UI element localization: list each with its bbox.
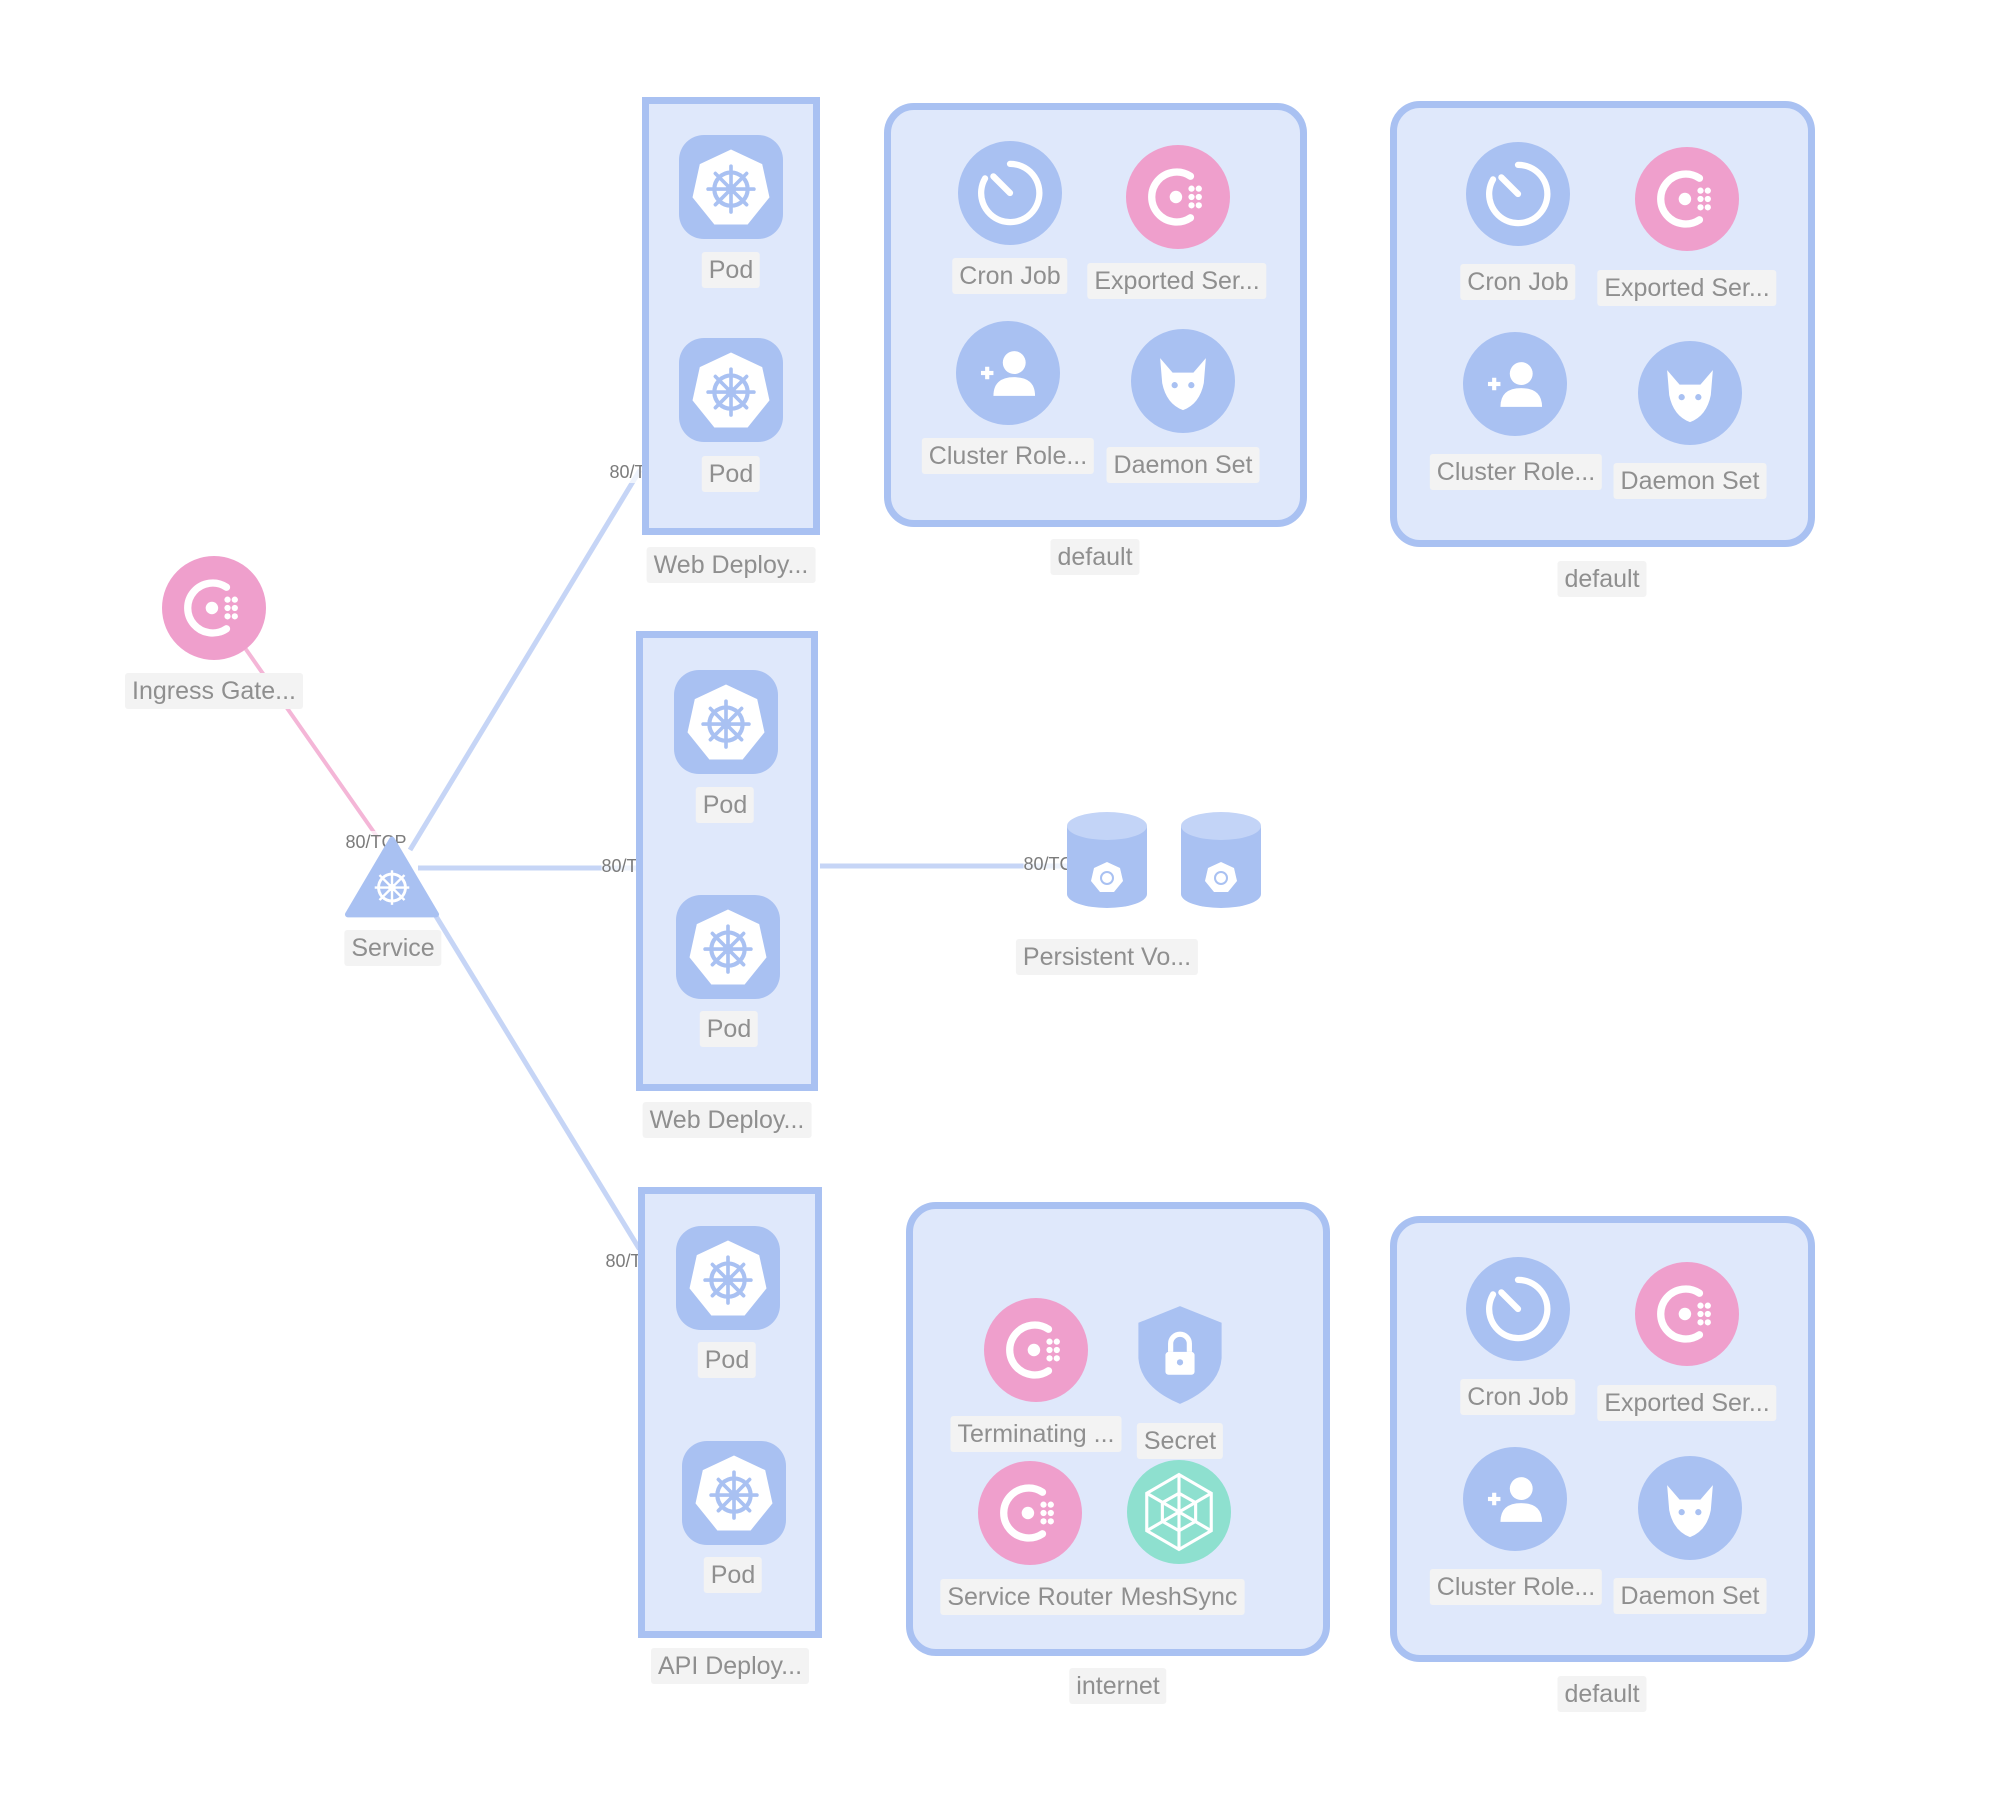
- cron-job-node[interactable]: [958, 141, 1062, 245]
- database-cylinder-icon: [1181, 812, 1261, 908]
- consul-icon: [162, 556, 266, 660]
- pod-label: Pod: [697, 1342, 757, 1378]
- meshsync-label: MeshSync: [1113, 1579, 1245, 1615]
- daemon-icon: [1638, 1456, 1742, 1560]
- daemon-set-node[interactable]: [1131, 329, 1235, 433]
- cron-job-label: Cron Job: [952, 258, 1068, 294]
- database-cylinder-icon: [1067, 812, 1147, 908]
- secret-node[interactable]: [1128, 1302, 1232, 1406]
- cron-job-icon: [958, 141, 1062, 245]
- cluster-role-label: Cluster Role...: [1429, 1569, 1603, 1605]
- service-node[interactable]: [344, 832, 440, 922]
- pod-label: Pod: [695, 787, 755, 823]
- cluster-role-label: Cluster Role...: [921, 438, 1095, 474]
- kubernetes-pod-icon: [676, 1226, 780, 1330]
- pod-node[interactable]: [676, 1226, 780, 1330]
- shield-lock-icon: [1138, 1306, 1222, 1404]
- pod-node[interactable]: [676, 895, 780, 999]
- kubernetes-pod-icon: [679, 338, 783, 442]
- pod-node[interactable]: [682, 1441, 786, 1545]
- user-add-icon: [1463, 332, 1567, 436]
- daemon-set-node[interactable]: [1638, 341, 1742, 445]
- consul-icon: [978, 1461, 1082, 1565]
- exported-services-node[interactable]: [1635, 147, 1739, 251]
- pod-label: Pod: [701, 252, 761, 288]
- namespace-label: default: [1557, 561, 1647, 597]
- daemon-set-label: Daemon Set: [1106, 447, 1260, 483]
- secret-label: Secret: [1136, 1423, 1224, 1459]
- meshsync-node[interactable]: [1127, 1460, 1231, 1564]
- edge-service-api-deploy[interactable]: [417, 888, 643, 1252]
- persistent-volume-label: Persistent Vo...: [1015, 939, 1199, 975]
- daemon-set-label: Daemon Set: [1613, 463, 1767, 499]
- namespace-label: default: [1557, 1676, 1647, 1712]
- namespace-label: internet: [1069, 1668, 1167, 1704]
- pod-label: Pod: [699, 1011, 759, 1047]
- service-router-node[interactable]: [978, 1461, 1082, 1565]
- daemon-icon: [1638, 341, 1742, 445]
- pod-node[interactable]: [674, 670, 778, 774]
- namespace-label: default: [1050, 539, 1140, 575]
- exported-services-label: Exported Ser...: [1087, 263, 1267, 299]
- cron-job-node[interactable]: [1466, 1257, 1570, 1361]
- web-deploy-1-label: Web Deploy...: [646, 547, 816, 583]
- exported-services-label: Exported Ser...: [1597, 270, 1777, 306]
- ingress-gateway-node[interactable]: [162, 556, 266, 660]
- daemon-icon: [1131, 329, 1235, 433]
- cluster-role-node[interactable]: [956, 321, 1060, 425]
- web-deploy-2-label: Web Deploy...: [642, 1102, 812, 1138]
- cron-job-node[interactable]: [1466, 142, 1570, 246]
- pod-label: Pod: [701, 456, 761, 492]
- service-router-label: Service Router: [940, 1579, 1120, 1615]
- pod-label: Pod: [703, 1557, 763, 1593]
- kubernetes-pod-icon: [674, 670, 778, 774]
- ingress-gateway-label: Ingress Gate...: [125, 673, 303, 709]
- pod-node[interactable]: [679, 338, 783, 442]
- kubernetes-pod-icon: [676, 895, 780, 999]
- exported-services-node[interactable]: [1635, 1262, 1739, 1366]
- cluster-role-node[interactable]: [1463, 332, 1567, 436]
- kubernetes-service-icon: [344, 836, 440, 918]
- api-deploy-label: API Deploy...: [650, 1648, 810, 1684]
- persistent-volume-node[interactable]: [1180, 810, 1262, 910]
- kubernetes-pod-icon: [682, 1441, 786, 1545]
- cron-job-icon: [1466, 142, 1570, 246]
- kubernetes-pod-icon: [679, 135, 783, 239]
- exported-services-node[interactable]: [1126, 145, 1230, 249]
- daemon-set-node[interactable]: [1638, 1456, 1742, 1560]
- exported-services-label: Exported Ser...: [1597, 1385, 1777, 1421]
- cron-job-label: Cron Job: [1460, 1379, 1576, 1415]
- consul-icon: [1635, 1262, 1739, 1366]
- cluster-role-label: Cluster Role...: [1429, 454, 1603, 490]
- persistent-volume-node[interactable]: [1066, 810, 1148, 910]
- pod-node[interactable]: [679, 135, 783, 239]
- cron-job-icon: [1466, 1257, 1570, 1361]
- cluster-role-node[interactable]: [1463, 1447, 1567, 1551]
- consul-icon: [1635, 147, 1739, 251]
- service-label: Service: [344, 930, 442, 966]
- user-add-icon: [956, 321, 1060, 425]
- user-add-icon: [1463, 1447, 1567, 1551]
- consul-icon: [984, 1298, 1088, 1402]
- daemon-set-label: Daemon Set: [1613, 1578, 1767, 1614]
- cron-job-label: Cron Job: [1460, 264, 1576, 300]
- consul-icon: [1126, 145, 1230, 249]
- terminating-gateway-node[interactable]: [984, 1298, 1088, 1402]
- meshsync-icon: [1127, 1460, 1231, 1564]
- edge-service-web-deploy-1[interactable]: [407, 468, 643, 852]
- terminating-gateway-label: Terminating ...: [950, 1416, 1122, 1452]
